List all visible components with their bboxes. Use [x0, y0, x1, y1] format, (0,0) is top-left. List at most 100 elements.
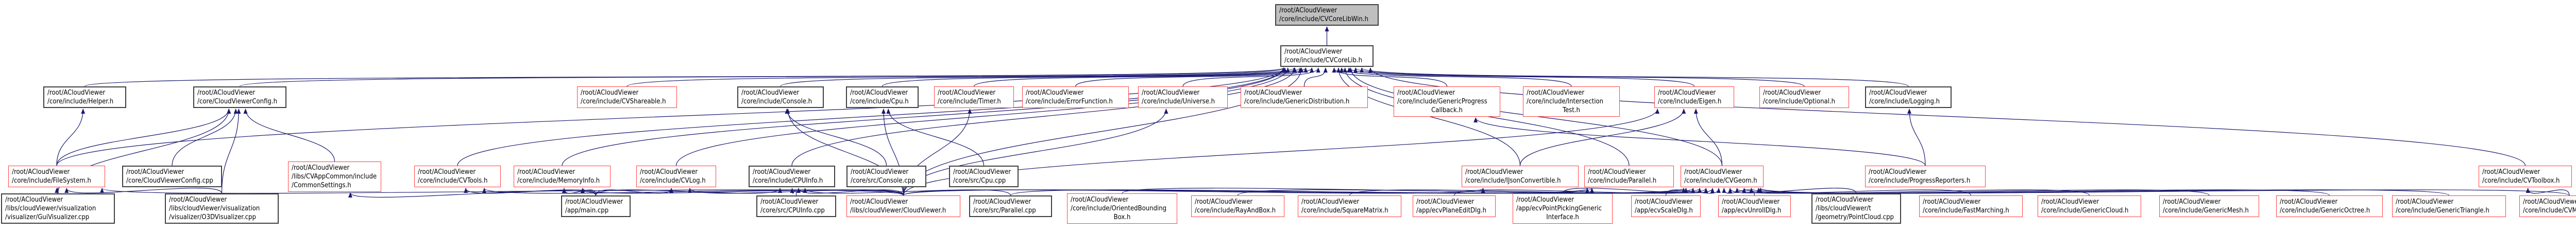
node-label-line: /root/ACloudViewer — [1816, 196, 1874, 204]
node-label-line: /core/include/Console.h — [741, 98, 812, 105]
node-label-line: /root/ACloudViewer — [938, 89, 996, 97]
node-helper[interactable]: /root/ACloudViewer/core/include/Helper.h — [43, 86, 126, 108]
node-error-function[interactable]: /root/ACloudViewer/core/include/ErrorFun… — [1022, 86, 1129, 108]
node-label-line: /root/ACloudViewer — [1284, 48, 1343, 56]
node-generic-octree[interactable]: /root/ACloudViewer/core/include/GenericO… — [2276, 195, 2383, 217]
edge-ecvScaleDlg-to-CVGeom — [1665, 188, 1721, 196]
node-label-line: /libs/CVAppCommon/include — [292, 173, 377, 181]
node-label-line: /root/ACloudViewer — [1869, 168, 1927, 176]
node-label-line: /core/include/GenericOctree.h — [2280, 207, 2370, 214]
edge-MemoryInfo-to-CVCoreLib — [562, 67, 1285, 166]
edge-GenericDistribution-to-CVCoreLib — [1303, 67, 1328, 87]
node-memory-info[interactable]: /root/ACloudViewer/core/include/MemoryIn… — [514, 166, 611, 187]
edge-CVMiscTools-to-CVToolbox — [2526, 188, 2570, 196]
node-cloud-viewer-config[interactable]: /root/ACloudViewer/core/CloudViewerConfi… — [193, 86, 286, 108]
edge-Cpu-to-CVCoreLib — [882, 67, 1302, 87]
node-label-line: /core/include/ProgressReporters.h — [1869, 177, 1971, 185]
node-label-line: /core/include/CPUInfo.h — [753, 177, 823, 185]
node-generic-cloud[interactable]: /root/ACloudViewer/core/include/GenericC… — [2038, 195, 2141, 217]
node-generic-mesh[interactable]: /root/ACloudViewer/core/include/GenericM… — [2159, 195, 2259, 217]
node-generic-triangle[interactable]: /root/ACloudViewer/core/include/GenericT… — [2392, 195, 2506, 217]
node-parallel-cpp[interactable]: /root/ACloudViewer/core/src/Parallel.cpp — [969, 195, 1052, 217]
node-label-line: /root/ACloudViewer — [418, 168, 476, 176]
node-label-line: /core/src/Cpu.cpp — [953, 177, 1006, 185]
edge-CommonSettings-to-CloudViewerConfig — [243, 109, 335, 162]
node-label-line: /core/include/GenericProgress — [1397, 98, 1487, 105]
node-console[interactable]: /root/ACloudViewer/core/include/Console.… — [737, 86, 824, 108]
node-label-line: /core/include/CVMiscTools.h — [2523, 207, 2576, 214]
node-main-cpp[interactable]: /root/ACloudViewer/app/main.cpp — [561, 195, 631, 217]
node-label-line: /root/ACloudViewer — [1279, 7, 1337, 14]
node-console-cpp[interactable]: /root/ACloudViewer/core/src/Console.cpp — [846, 166, 926, 187]
node-cvtoolbox[interactable]: /root/ACloudViewer/core/include/CVToolbo… — [2479, 166, 2572, 187]
node-ray-and-box[interactable]: /root/ACloudViewer/core/include/RayAndBo… — [1191, 195, 1284, 217]
node-label-line: /root/ACloudViewer — [2163, 198, 2221, 206]
node-label-line: /root/ACloudViewer — [2523, 198, 2576, 206]
node-eigen[interactable]: /root/ACloudViewer/core/include/Eigen.h — [1654, 86, 1734, 108]
node-logging[interactable]: /root/ACloudViewer/core/include/Logging.… — [1865, 86, 1952, 108]
edge-IJsonConvertible-to-CVCoreLib — [1336, 67, 1521, 166]
node-timer[interactable]: /root/ACloudViewer/core/include/Timer.h — [934, 86, 1014, 108]
node-label-line: /core/include/CVGeom.h — [1684, 177, 1757, 185]
node-parallel[interactable]: /root/ACloudViewer/core/include/Parallel… — [1584, 166, 1674, 187]
node-ijson-convertible[interactable]: /root/ACloudViewer/core/include/IJsonCon… — [1462, 166, 1579, 187]
node-o3dvisualizer[interactable]: /root/ACloudViewer/libs/cloudViewer/visu… — [165, 193, 279, 224]
node-cpuinfo-cpp[interactable]: /root/ACloudViewer/core/src/CPUInfo.cpp — [756, 195, 836, 217]
node-cvtools[interactable]: /root/ACloudViewer/core/include/CVTools.… — [414, 166, 501, 187]
node-optional[interactable]: /root/ACloudViewer/core/include/Optional… — [1759, 86, 1849, 108]
node-oriented-bounding-box[interactable]: /root/ACloudViewer/core/include/Oriented… — [1067, 193, 1177, 224]
node-intersection-test[interactable]: /root/ACloudViewer/core/include/Intersec… — [1523, 86, 1620, 117]
node-label-line: /core/include/OrientedBounding — [1071, 205, 1167, 212]
node-gui-visualizer[interactable]: /root/ACloudViewer/libs/cloudViewer/visu… — [1, 193, 115, 224]
node-ecv-point-picking[interactable]: /root/ACloudViewer/app/ecvPointPickingGe… — [1513, 193, 1613, 224]
node-label-line: /core/include/IJsonConvertible.h — [1465, 177, 1561, 185]
node-square-matrix[interactable]: /root/ACloudViewer/core/include/SquareMa… — [1298, 195, 1401, 217]
edge-FastMarching-to-CVGeom — [1735, 188, 1972, 196]
node-ecv-unroll-dlg[interactable]: /root/ACloudViewer/app/ecvUnrollDlg.h — [1718, 195, 1791, 217]
node-label-line: /geometry/PointCloud.cpp — [1816, 213, 1894, 221]
node-label-line: /root/ACloudViewer — [851, 168, 909, 176]
node-label-line: /root/ACloudViewer — [565, 198, 623, 206]
node-cvcore-lib-win[interactable]: /root/ACloudViewer/core/include/CVCoreLi… — [1275, 4, 1379, 26]
node-ecv-scale-dlg[interactable]: /root/ACloudViewer/app/ecvScaleDlg.h — [1631, 195, 1701, 217]
node-point-cloud-cpp[interactable]: /root/ACloudViewer/libs/cloudViewer/t/ge… — [1811, 193, 1901, 224]
node-universe[interactable]: /root/ACloudViewer/core/include/Universe… — [1138, 86, 1228, 108]
node-fast-marching[interactable]: /root/ACloudViewer/core/include/FastMarc… — [1919, 195, 2023, 217]
edge-CloudViewerH-to-CVTools — [482, 188, 904, 196]
node-cvcore-lib[interactable]: /root/ACloudViewer/core/include/CVCoreLi… — [1280, 45, 1374, 67]
node-label-line: /root/ACloudViewer — [1763, 89, 1821, 97]
node-ecv-plane-edit-dlg[interactable]: /root/ACloudViewer/app/ecvPlaneEditDlg.h — [1413, 195, 1496, 217]
edge-CVMiscTools-to-CVGeom — [1758, 188, 2570, 196]
node-generic-progress-callback[interactable]: /root/ACloudViewer/core/include/GenericP… — [1394, 86, 1500, 117]
edge-CloudViewerH-to-CVGeom — [903, 188, 1686, 196]
node-cvshareable[interactable]: /root/ACloudViewer/core/include/CVSharea… — [577, 86, 677, 108]
edge-ecvPlaneEditDlg-to-CVGeom — [1453, 188, 1708, 196]
node-label-line: /root/ACloudViewer — [292, 164, 350, 172]
node-label-line: /core/CloudViewerConfig.h — [197, 98, 277, 105]
node-label-line: /root/ACloudViewer — [1588, 168, 1646, 176]
node-progress-reporters[interactable]: /root/ACloudViewer/core/include/Progress… — [1865, 166, 1986, 187]
node-cpu[interactable]: /root/ACloudViewer/core/include/Cpu.h — [846, 86, 919, 108]
node-cvlog[interactable]: /root/ACloudViewer/core/include/CVLog.h — [636, 166, 716, 187]
edge-FileSystem-to-CVCoreLib — [56, 67, 1285, 166]
node-label-line: /core/include/Universe.h — [1142, 98, 1215, 105]
node-label-line: /root/ACloudViewer — [741, 89, 800, 97]
node-label-line: /root/ACloudViewer — [1301, 198, 1360, 206]
node-label-line: /root/ACloudViewer — [2482, 168, 2540, 176]
node-label-line: /libs/cloudViewer/visualization — [5, 205, 96, 212]
node-label-line: /app/ecvScaleDlg.h — [1635, 207, 1693, 214]
node-cpu-cpp[interactable]: /root/ACloudViewer/core/src/Cpu.cpp — [949, 166, 1019, 187]
node-cvgeom[interactable]: /root/ACloudViewer/core/include/CVGeom.h — [1681, 166, 1764, 187]
edge-GuiVisualizer-to-FileSystem — [55, 188, 59, 194]
node-file-system[interactable]: /root/ACloudViewer/core/include/FileSyst… — [8, 166, 105, 187]
node-cloud-viewer-h[interactable]: /root/ACloudViewer/libs/cloudViewer/Clou… — [846, 195, 960, 217]
edge-CVGeom-to-Eigen — [1693, 109, 1723, 166]
node-label-line: /root/ACloudViewer — [1516, 196, 1574, 204]
node-generic-distribution[interactable]: /root/ACloudViewer/core/include/GenericD… — [1241, 86, 1368, 108]
node-common-settings[interactable]: /root/ACloudViewer/libs/CVAppCommon/incl… — [288, 162, 381, 192]
node-cvmisc-tools[interactable]: /root/ACloudViewer/core/include/CVMiscTo… — [2519, 195, 2576, 217]
node-label-line: /libs/cloudViewer/t — [1816, 205, 1871, 212]
node-cpuinfo[interactable]: /root/ACloudViewer/core/include/CPUInfo.… — [749, 166, 835, 187]
node-cloud-viewer-config-cpp[interactable]: /root/ACloudViewer/core/CloudViewerConfi… — [122, 166, 222, 187]
